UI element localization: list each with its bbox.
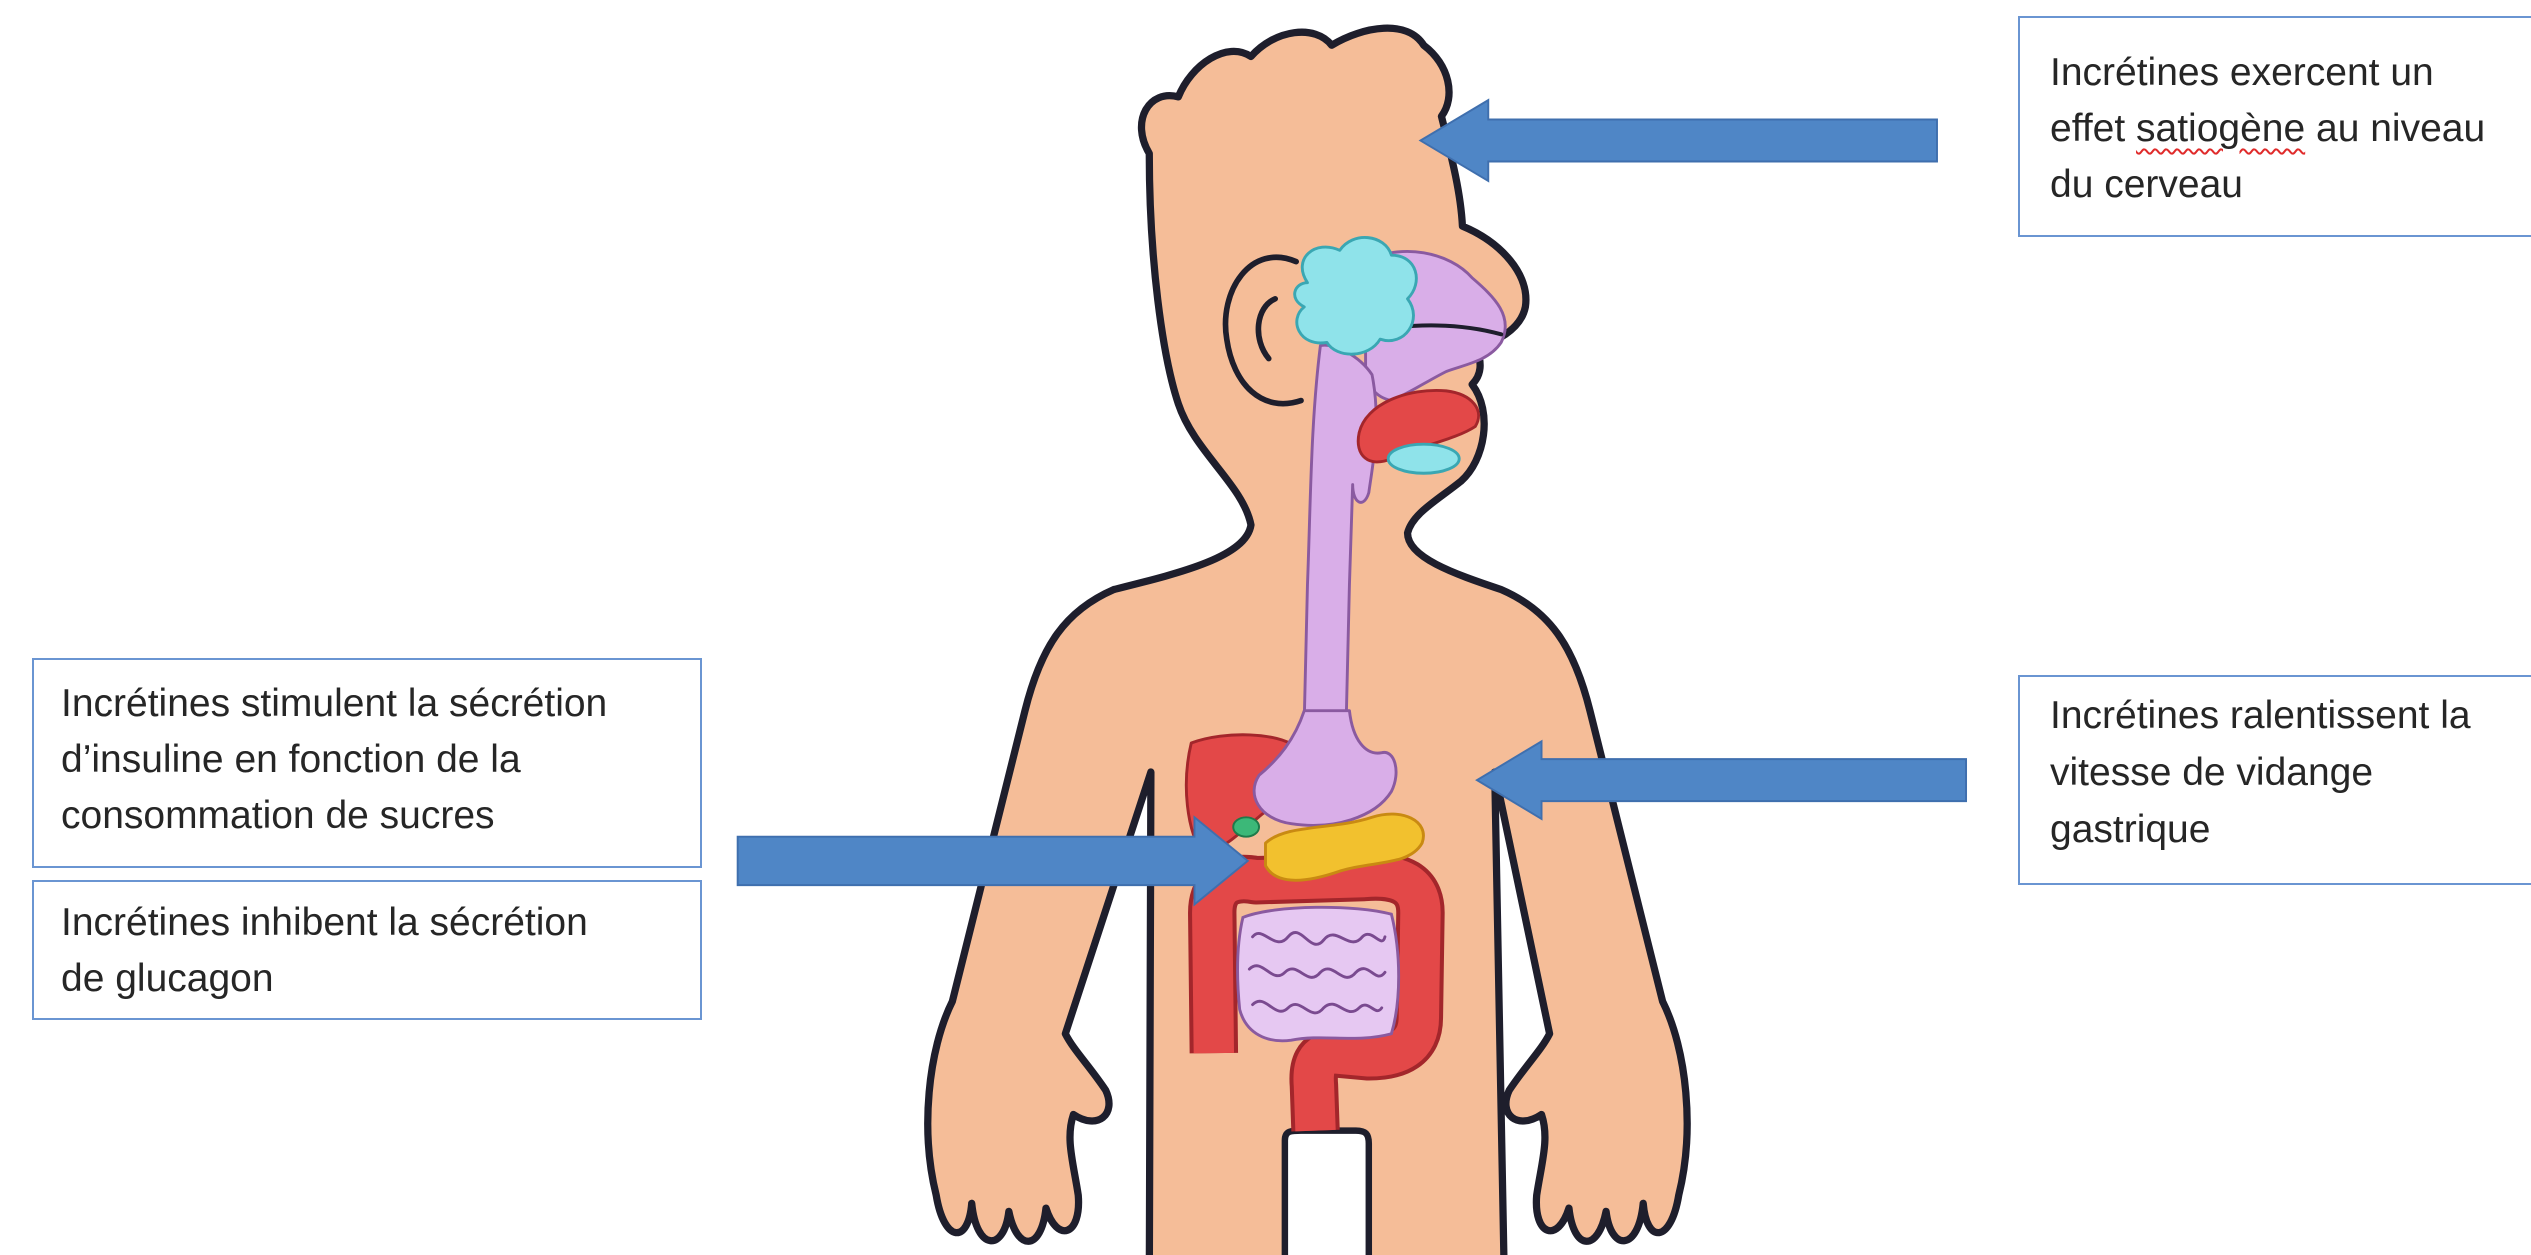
note-line: consommation de sucres	[61, 788, 700, 844]
insulin-secretion-note: Incrétines stimulent la sécrétion d’insu…	[32, 658, 702, 868]
note-line: Incrétines exercent un	[2050, 45, 2531, 101]
note-line: vitesse de vidange	[2050, 744, 2531, 801]
note-line: gastrique	[2050, 801, 2531, 858]
note-line: Incrétines ralentissent la	[2050, 687, 2531, 744]
gastric-emptying-note: Incrétines ralentissent la vitesse de vi…	[2018, 675, 2531, 885]
note-line: Incrétines inhibent la sécrétion	[61, 895, 700, 951]
gallbladder	[1233, 817, 1259, 836]
spellcheck-flagged-word: satiogène	[2136, 107, 2305, 150]
brain-satiety-note: Incrétines exercent un effet satiogène a…	[2018, 16, 2531, 237]
note-line: effet satiogène au niveau	[2050, 101, 2531, 157]
arrow-to-brain	[1420, 100, 1937, 181]
leg-gap	[1285, 1131, 1369, 1255]
note-line: de glucagon	[61, 951, 700, 1007]
note-text: au niveau	[2305, 107, 2485, 150]
glucagon-inhibition-note: Incrétines inhibent la sécrétion de gluc…	[32, 880, 702, 1020]
mouth-floor	[1388, 444, 1459, 473]
salivary-gland	[1295, 237, 1417, 354]
note-text: effet	[2050, 107, 2136, 150]
note-line: Incrétines stimulent la sécrétion	[61, 676, 700, 732]
note-line: du cerveau	[2050, 157, 2531, 213]
note-line: d’insuline en fonction de la	[61, 732, 700, 788]
